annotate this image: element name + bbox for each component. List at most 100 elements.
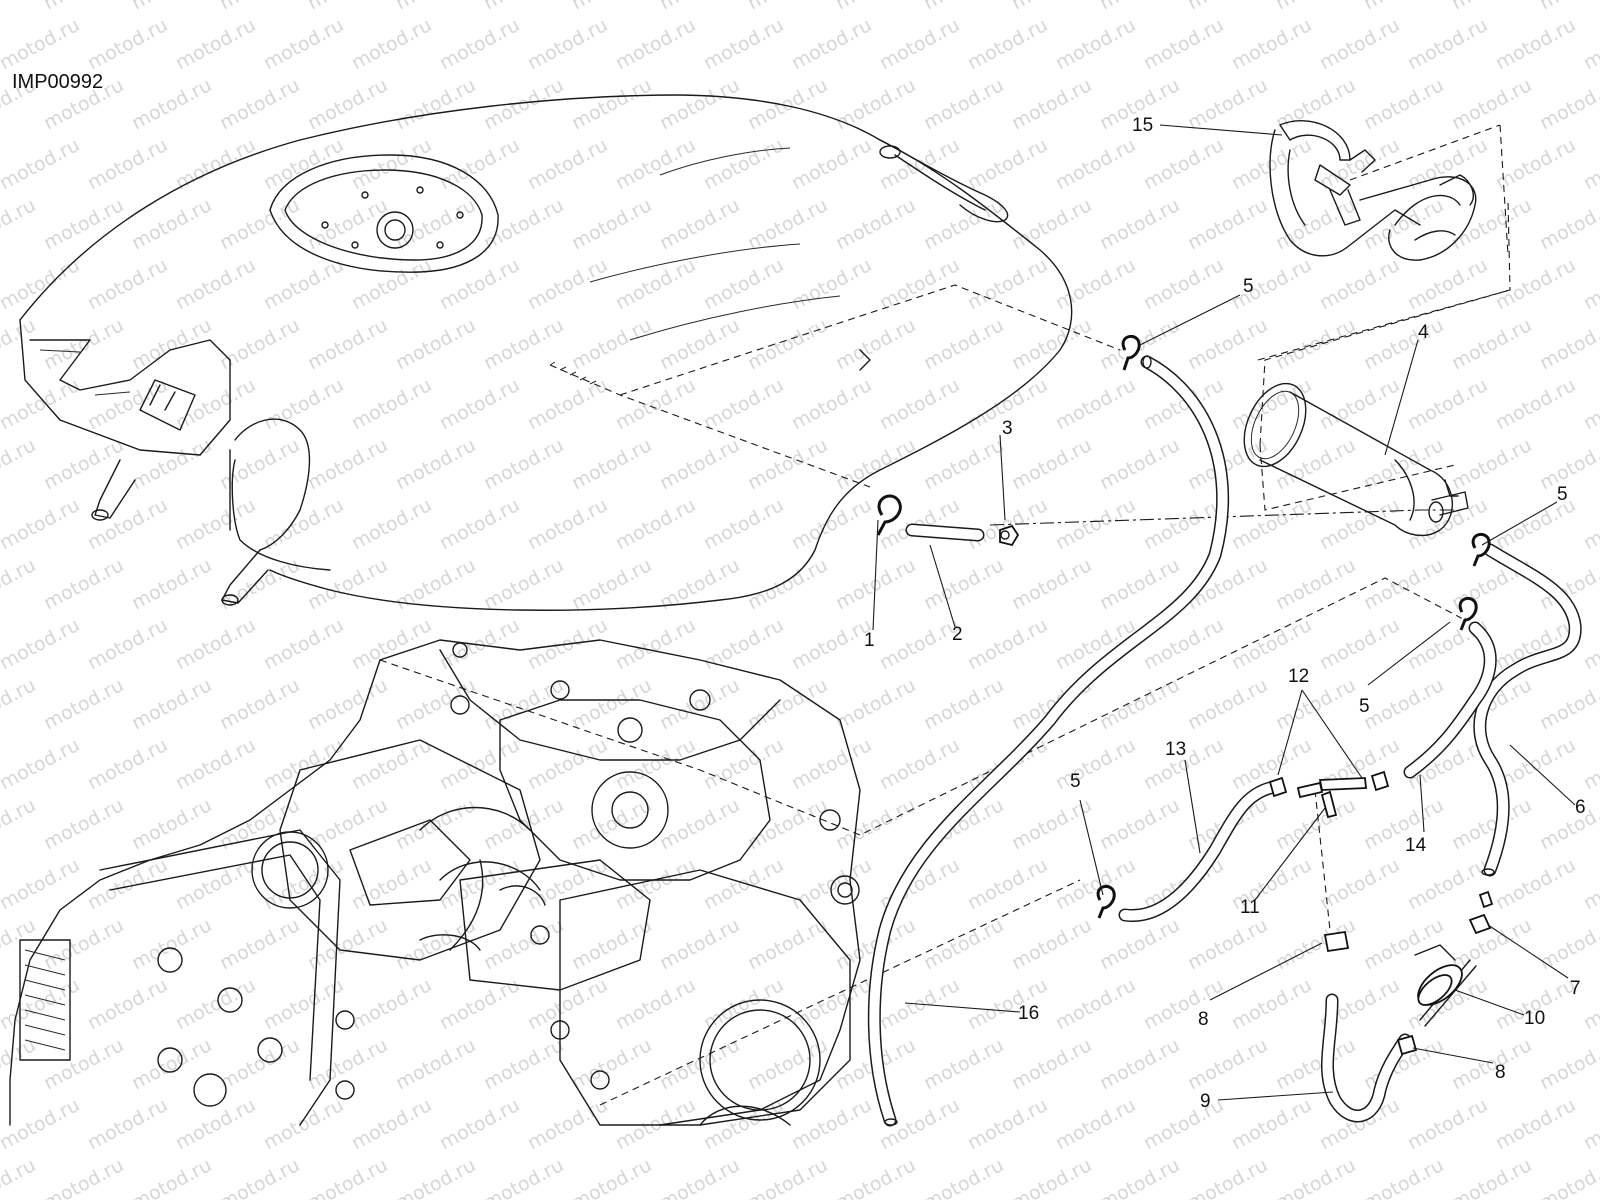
watermark-text: motod.ru: [832, 434, 919, 494]
watermark-text: motod.ru: [1536, 314, 1600, 374]
watermark-text: motod.ru: [392, 554, 479, 614]
watermark-text: motod.ru: [1184, 674, 1271, 734]
watermark-text: motod.ru: [1448, 1154, 1535, 1200]
watermark-text: motod.ru: [1272, 1154, 1359, 1200]
watermark-text: motod.ru: [1008, 434, 1095, 494]
watermark-text: motod.ru: [0, 794, 39, 854]
watermark-text: motod.ru: [1536, 434, 1600, 494]
watermark-text: motod.ru: [84, 974, 171, 1034]
watermark-text: motod.ru: [40, 434, 127, 494]
watermark-text: motod.ru: [1096, 794, 1183, 854]
watermark-text: motod.ru: [1228, 494, 1315, 554]
watermark-text: motod.ru: [348, 614, 435, 674]
watermark-text: motod.ru: [832, 0, 919, 14]
watermark-text: motod.ru: [1272, 674, 1359, 734]
watermark-text: motod.ru: [392, 674, 479, 734]
watermark-text: motod.ru: [260, 14, 347, 74]
watermark-text: motod.ru: [1184, 0, 1271, 14]
watermark-text: motod.ru: [744, 674, 831, 734]
watermark-text: motod.ru: [920, 1034, 1007, 1094]
watermark-text: motod.ru: [480, 1154, 567, 1200]
watermark-text: motod.ru: [216, 434, 303, 494]
watermark-text: motod.ru: [260, 254, 347, 314]
watermark-text: motod.ru: [612, 134, 699, 194]
watermark-text: motod.ru: [1580, 14, 1600, 74]
callout-10: 10: [1524, 1008, 1545, 1029]
watermark-text: motod.ru: [1316, 1094, 1403, 1154]
callout-5-top: 5: [1243, 276, 1254, 297]
watermark-text: motod.ru: [1360, 194, 1447, 254]
watermark-text: motod.ru: [480, 434, 567, 494]
watermark-text: motod.ru: [612, 734, 699, 794]
watermark-text: motod.ru: [40, 1154, 127, 1200]
watermark-text: motod.ru: [216, 194, 303, 254]
watermark-text: motod.ru: [480, 1034, 567, 1094]
watermark-text: motod.ru: [480, 0, 567, 14]
watermark-text: motod.ru: [436, 1094, 523, 1154]
watermark-text: motod.ru: [1184, 74, 1271, 134]
watermark-text: motod.ru: [744, 794, 831, 854]
watermark-text: motod.ru: [1536, 674, 1600, 734]
watermark-text: motod.ru: [0, 1094, 83, 1154]
callout-5-middle: 5: [1359, 696, 1370, 717]
watermark-text: motod.ru: [568, 194, 655, 254]
watermark-text: motod.ru: [656, 74, 743, 134]
watermark-text: motod.ru: [964, 494, 1051, 554]
watermark-text: motod.ru: [84, 254, 171, 314]
watermark-text: motod.ru: [876, 14, 963, 74]
watermark-text: motod.ru: [1052, 494, 1139, 554]
watermark-text: motod.ru: [260, 134, 347, 194]
watermark-text: motod.ru: [1492, 134, 1579, 194]
watermark-text: motod.ru: [788, 14, 875, 74]
watermark-text: motod.ru: [1404, 254, 1491, 314]
watermark-text: motod.ru: [1448, 314, 1535, 374]
leader-lines: [872, 124, 1576, 1101]
watermark-text: motod.ru: [1096, 0, 1183, 14]
watermark-text: motod.ru: [612, 14, 699, 74]
watermark-text: motod.ru: [1360, 914, 1447, 974]
watermark-text: motod.ru: [128, 314, 215, 374]
watermark-text: motod.ru: [392, 434, 479, 494]
watermark-text: motod.ru: [700, 14, 787, 74]
watermark-text: motod.ru: [1316, 14, 1403, 74]
watermark-text: motod.ru: [1492, 254, 1579, 314]
watermark-text: motod.ru: [1272, 794, 1359, 854]
watermark-text: motod.ru: [1272, 434, 1359, 494]
watermark-text: motod.ru: [920, 194, 1007, 254]
watermark-text: motod.ru: [84, 494, 171, 554]
watermark-text: motod.ru: [964, 854, 1051, 914]
watermark-text: motod.ru: [832, 1154, 919, 1200]
watermark-text: motod.ru: [40, 914, 127, 974]
watermark-text: motod.ru: [216, 914, 303, 974]
watermark-text: motod.ru: [920, 1154, 1007, 1200]
watermark-text: motod.ru: [1052, 14, 1139, 74]
watermark-text: motod.ru: [1140, 254, 1227, 314]
watermark-text: motod.ru: [524, 374, 611, 434]
watermark-text: motod.ru: [84, 134, 171, 194]
watermark-text: motod.ru: [1536, 74, 1600, 134]
watermark-text: motod.ru: [788, 734, 875, 794]
callout-12: 12: [1288, 666, 1309, 687]
watermark-text: motod.ru: [656, 314, 743, 374]
watermark-text: motod.ru: [1492, 854, 1579, 914]
watermark-text: motod.ru: [920, 0, 1007, 14]
watermark-text: motod.ru: [1404, 134, 1491, 194]
watermark-text: motod.ru: [0, 854, 83, 914]
watermark-text: motod.ru: [348, 494, 435, 554]
watermark-text: motod.ru: [1184, 194, 1271, 254]
watermark-text: motod.ru: [1448, 434, 1535, 494]
watermark-text: motod.ru: [1360, 674, 1447, 734]
watermark-text: motod.ru: [700, 854, 787, 914]
callout-7: 7: [1570, 978, 1581, 999]
watermark-text: motod.ru: [1184, 1034, 1271, 1094]
watermark-text: motod.ru: [1272, 314, 1359, 374]
watermark-text: motod.ru: [744, 434, 831, 494]
watermark-text: motod.ru: [128, 794, 215, 854]
watermark-text: motod.ru: [788, 134, 875, 194]
watermark-text: motod.ru: [568, 674, 655, 734]
watermark-text: motod.ru: [1316, 614, 1403, 674]
watermark-text: motod.ru: [216, 674, 303, 734]
watermark-text: motod.ru: [1580, 134, 1600, 194]
watermark-text: motod.ru: [656, 794, 743, 854]
